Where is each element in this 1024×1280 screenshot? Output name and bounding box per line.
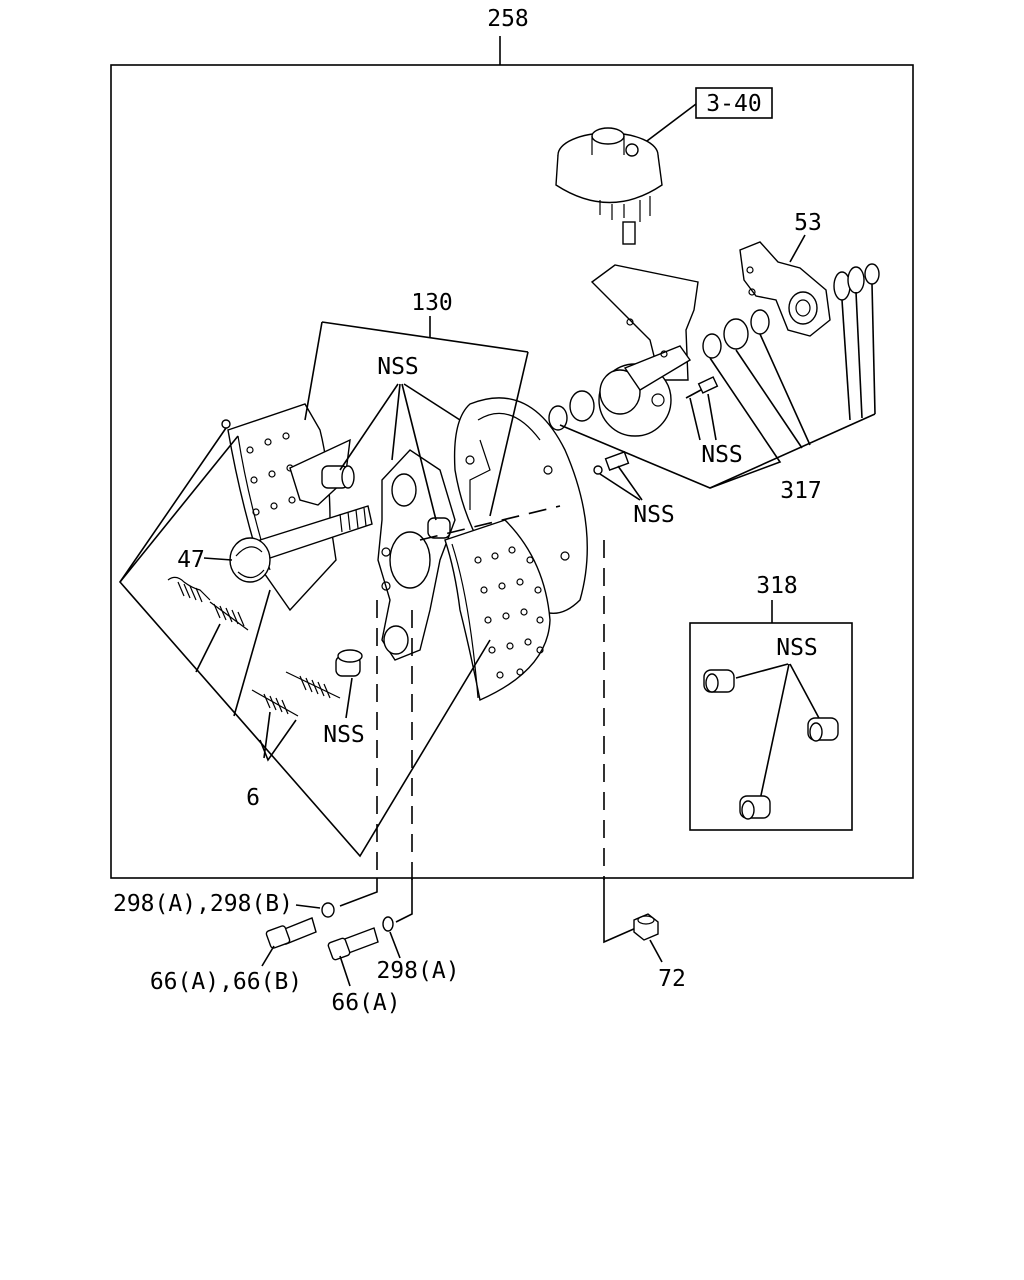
p47-label: 47	[177, 547, 205, 573]
p317-leader-join	[709, 413, 876, 489]
left-group-leader-b	[119, 435, 239, 583]
group-318-label: 318	[756, 573, 798, 599]
small-bolt	[593, 451, 630, 475]
brake-shoe-back	[227, 403, 351, 612]
roller-bushing-spring	[335, 649, 363, 677]
nss-box-label: NSS	[776, 635, 818, 661]
p6-leader	[259, 719, 297, 762]
washer-a	[833, 271, 851, 301]
group-318-box	[689, 622, 853, 831]
bolt-66ab	[265, 917, 317, 949]
ref-3-40-label: 3-40	[706, 91, 761, 117]
bolt-66a	[327, 927, 379, 961]
spider-plate	[377, 449, 456, 661]
return-spring-4	[251, 689, 299, 717]
p130-leader-left	[304, 321, 323, 421]
nss-top-label: NSS	[377, 354, 419, 380]
p72-label-leader	[649, 939, 663, 963]
nss-top-leader-4	[403, 383, 461, 421]
nss-top-leader-3	[401, 383, 437, 521]
nss-spring-leader	[345, 677, 353, 719]
bushing-318-b	[807, 717, 839, 742]
bush-2	[723, 318, 749, 350]
p53-leader	[789, 234, 806, 263]
bush-3	[750, 309, 770, 335]
p130-leader-right	[489, 351, 529, 517]
p317-leader-5	[855, 291, 863, 419]
p317-leader-3	[759, 333, 811, 446]
p47-leader	[203, 557, 233, 561]
p317-leader-2	[735, 349, 803, 449]
nss-top-leader-1	[339, 383, 399, 471]
left-group-leader	[118, 427, 491, 858]
washer-298ab	[321, 902, 335, 918]
spring-leader-a	[195, 623, 221, 673]
seal-2	[569, 390, 595, 422]
p298ab-label: 298(A),298(B)	[113, 891, 293, 917]
anchor-pin	[221, 419, 231, 429]
nss-bracket-label: NSS	[701, 442, 743, 468]
nss-bracket-leader-b	[707, 393, 717, 441]
p6-leader-a	[263, 711, 271, 759]
assembly-frame	[110, 64, 914, 879]
p53-label: 53	[794, 210, 822, 236]
nss-box-leader-3	[759, 663, 790, 801]
assembly-label: 258	[487, 6, 529, 32]
p66a-label: 66(A)	[331, 990, 400, 1016]
washer-b	[847, 266, 865, 294]
p66ab-label-leader	[261, 945, 275, 967]
nut-72	[633, 913, 659, 941]
p66a-label-leader	[339, 955, 351, 987]
p317-leader-4	[841, 299, 851, 421]
washer-c	[864, 263, 880, 285]
brake-shoe-front	[444, 519, 551, 701]
washer-298a	[382, 916, 394, 932]
roller-bushing-top	[321, 465, 355, 489]
seal-1	[548, 405, 568, 431]
slack-adjuster	[739, 241, 831, 337]
p317-label: 317	[780, 478, 822, 504]
p298ab-label-leader	[295, 904, 321, 909]
camshaft-bracket	[590, 264, 699, 437]
p130-leader	[321, 321, 529, 353]
bush-1	[702, 333, 722, 359]
nss-box-leader-2	[789, 663, 821, 721]
nss-spring-label: NSS	[323, 722, 365, 748]
p317-leaders	[559, 357, 782, 489]
nss-bolt-label: NSS	[633, 502, 675, 528]
p298a-label: 298(A)	[376, 958, 459, 984]
p298a-label-leader	[389, 931, 401, 959]
bushing-318-c	[739, 795, 771, 820]
bracket-bolt	[685, 376, 719, 399]
p72-label: 72	[658, 966, 686, 992]
p130-label: 130	[411, 290, 453, 316]
p298a-leader	[395, 878, 413, 923]
p298ab-leader	[339, 878, 378, 907]
nss-bolt-leader-a	[599, 473, 641, 501]
nss-bracket-leader-a	[689, 397, 701, 441]
roller-bushing-mid	[427, 517, 451, 539]
nss-bolt-leader-b	[617, 465, 643, 501]
backing-plate	[453, 397, 588, 614]
bushing-318-a	[703, 669, 735, 693]
centerline-4	[419, 505, 561, 541]
p6-label: 6	[246, 785, 260, 811]
nss-top-leader-2	[391, 383, 401, 461]
return-spring-2	[209, 601, 249, 631]
return-spring-1	[167, 576, 211, 603]
brake-chamber	[555, 127, 663, 245]
return-spring-3	[285, 671, 341, 699]
spring-leader-b	[233, 589, 271, 717]
camshaft	[229, 505, 373, 583]
nss-box-leader-1	[735, 663, 789, 679]
ref-3-40-box	[695, 87, 773, 119]
p72-leader	[603, 878, 637, 944]
p317-leader-6	[871, 283, 876, 415]
p66ab-label: 66(A),66(B)	[150, 969, 302, 995]
